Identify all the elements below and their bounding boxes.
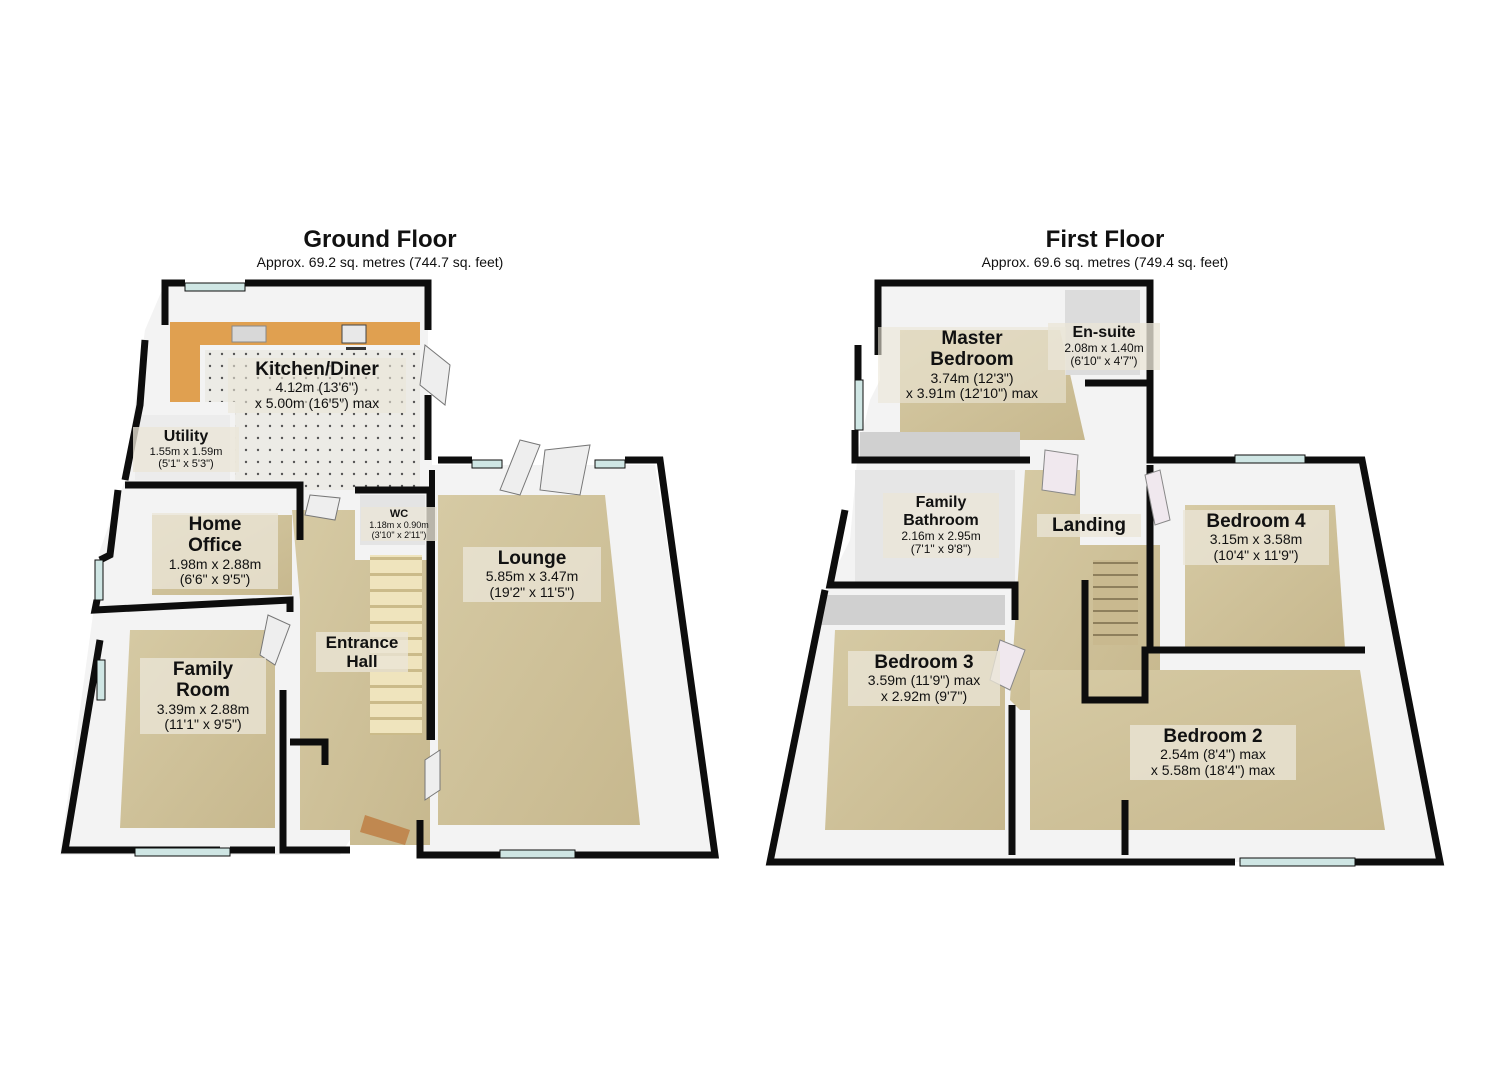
room-label-master-bedroom: Master Bedroom 3.74m (12'3") x 3.91m (12… [878,327,1066,403]
room-name-line1: Entrance [325,633,399,652]
room-name-line1: Family [172,659,234,680]
room-dimension: 3.74m (12'3") [930,369,1014,386]
room-name: Bedroom 2 [1163,726,1263,747]
room-dimension: 3.15m x 3.58m [1209,531,1303,548]
wardrobes-master [860,432,1020,460]
room-label-wc: WC 1.18m x 0.90m (3'10" x 2'11") [361,507,437,542]
ground-floor-heading: Ground Floor Approx. 69.2 sq. metres (74… [230,227,530,271]
room-label-kitchen-diner: Kitchen/Diner 4.12m (13'6") x 5.00m (16'… [228,358,406,413]
room-name: Landing [1052,515,1126,536]
room-name: Lounge [497,548,567,569]
room-name-line1: Home [188,514,242,535]
room-label-entrance-hall: Entrance Hall [316,632,408,673]
room-label-bedroom-2: Bedroom 2 2.54m (8'4") max x 5.58m (18'4… [1130,725,1296,780]
room-name: En-suite [1072,324,1136,341]
room-dimension: (6'6" x 9'5") [179,571,251,588]
room-label-utility: Utility 1.55m x 1.59m (5'1" x 5'3") [133,427,239,472]
room-name: Utility [163,428,209,445]
kitchen-hob [341,324,367,344]
wardrobes-bedroom-3 [820,595,1005,625]
room-name-line1: Master [941,328,1003,349]
room-name-line2: Room [176,680,230,702]
ground-floor-title: Ground Floor [303,226,457,253]
room-dimension: 3.39m x 2.88m [156,700,250,717]
room-dimension: 4.12m (13'6") [275,379,359,396]
room-name: WC [389,508,409,520]
room-dimension: (10'4" x 11'9") [1213,546,1299,563]
room-dimension: 5.85m x 3.47m [485,568,579,585]
room-label-bedroom-4: Bedroom 4 3.15m x 3.58m (10'4" x 11'9") [1183,510,1329,565]
room-label-home-office: Home Office 1.98m x 2.88m (6'6" x 9'5") [152,513,278,589]
room-dimension: x 5.00m (16'5") max [254,394,380,411]
room-label-lounge: Lounge 5.85m x 3.47m (19'2" x 11'5") [463,547,601,602]
first-floor-walls [765,279,1445,866]
room-dimension: x 3.91m (12'10") max [905,385,1039,402]
first-floor-stairs [1093,560,1138,645]
ground-floor-windows [94,282,626,859]
room-label-family-room: Family Room 3.39m x 2.88m (11'1" x 9'5") [140,658,266,734]
room-dimension: 2.08m x 1.40m [1064,340,1144,355]
room-dimension: (5'1" x 5'3") [158,458,214,471]
room-label-landing: Landing [1037,514,1141,538]
front-door [360,815,410,845]
room-name-line2: Office [188,535,242,557]
first-floor-area: Approx. 69.6 sq. metres (749.4 sq. feet) [981,254,1229,270]
first-floor-title: First Floor [1045,226,1165,253]
room-name-line2: Bedroom [930,349,1014,371]
kitchen-sink [231,325,267,343]
room-name-line2: Hall [346,652,378,672]
ground-floor-walls [60,279,720,859]
room-name-line2: Bathroom [903,511,979,529]
room-dimension: 3.59m (11'9") max [867,672,981,689]
room-dimension: (3'10" x 2'11") [371,530,427,541]
room-name: Bedroom 3 [874,652,974,673]
room-label-bedroom-3: Bedroom 3 3.59m (11'9") max x 2.92m (9'7… [848,651,1000,706]
first-floor-plan [765,279,1445,867]
first-floor-windows [854,379,1356,867]
lounge-floor [438,495,640,825]
room-dimension: 1.18m x 0.90m [369,520,429,531]
room-name-line1: Family [915,494,967,511]
room-dimension: 1.98m x 2.88m [168,555,262,572]
room-dimension: 2.16m x 2.95m [901,528,981,543]
first-floor-heading: First Floor Approx. 69.6 sq. metres (749… [950,227,1260,271]
ground-floor-area: Approx. 69.2 sq. metres (744.7 sq. feet) [256,254,504,270]
room-label-en-suite: En-suite 2.08m x 1.40m (6'10" x 4'7") [1048,323,1160,370]
room-dimension: 1.55m x 1.59m [149,445,223,458]
room-dimension: x 5.58m (18'4") max [1150,761,1276,778]
room-name: Bedroom 4 [1206,511,1306,532]
room-dimension: (7'1" x 9'8") [910,542,972,557]
room-dimension: (11'1" x 9'5") [164,716,242,733]
room-label-family-bathroom: Family Bathroom 2.16m x 2.95m (7'1" x 9'… [883,493,999,558]
ground-floor-doors [259,344,591,801]
room-name: Kitchen/Diner [255,359,379,380]
room-dimension: 2.54m (8'4") max [1160,746,1266,763]
room-dimension: x 2.92m (9'7") [880,687,968,704]
room-dimension: (19'2" x 11'5") [489,583,575,600]
room-dimension: (6'10" x 4'7") [1070,354,1138,369]
